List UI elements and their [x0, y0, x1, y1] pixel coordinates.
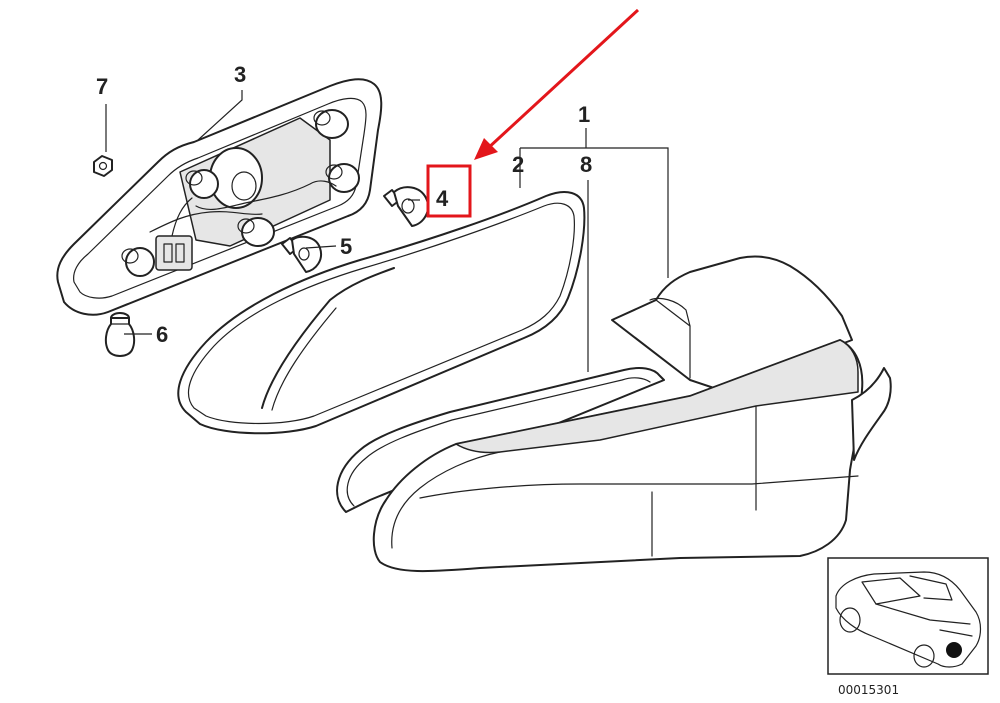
part-labels: 7 3 1 2 8 4 5 6 — [96, 62, 592, 347]
nut-part — [93, 155, 113, 177]
holder-bulb — [313, 109, 349, 139]
tail-light-housing-part-1 — [372, 255, 892, 573]
highlight-arrow-head — [474, 138, 498, 160]
location-marker — [946, 642, 962, 658]
highlight-box — [426, 164, 472, 218]
label-part-7: 7 — [96, 74, 108, 99]
bulb-carrier-plate — [56, 78, 383, 316]
label-part-1: 1 — [578, 102, 590, 127]
lens-gasket-part-8 — [336, 367, 665, 513]
label-part-2: 2 — [512, 152, 524, 177]
bulb-part-4 — [383, 186, 430, 227]
car-location-inset — [827, 557, 989, 675]
label-part-3: 3 — [234, 62, 246, 87]
leader-lines — [105, 90, 669, 372]
highlight-annotation — [426, 8, 640, 218]
holder-bulb — [237, 217, 275, 247]
holder-bulb — [185, 169, 219, 199]
gasket-part-2 — [177, 191, 586, 435]
highlight-arrow-shaft — [484, 8, 640, 152]
document-number: 00015301 — [838, 683, 899, 697]
holder-bulb — [121, 247, 155, 277]
label-part-5: 5 — [340, 234, 352, 259]
label-part-6: 6 — [156, 322, 168, 347]
holder-bulb — [325, 163, 360, 193]
car-outline — [835, 571, 982, 668]
label-part-4: 4 — [436, 186, 449, 211]
label-part-8: 8 — [580, 152, 592, 177]
bulb-part-6 — [104, 312, 136, 357]
bulb-part-5 — [281, 235, 322, 273]
